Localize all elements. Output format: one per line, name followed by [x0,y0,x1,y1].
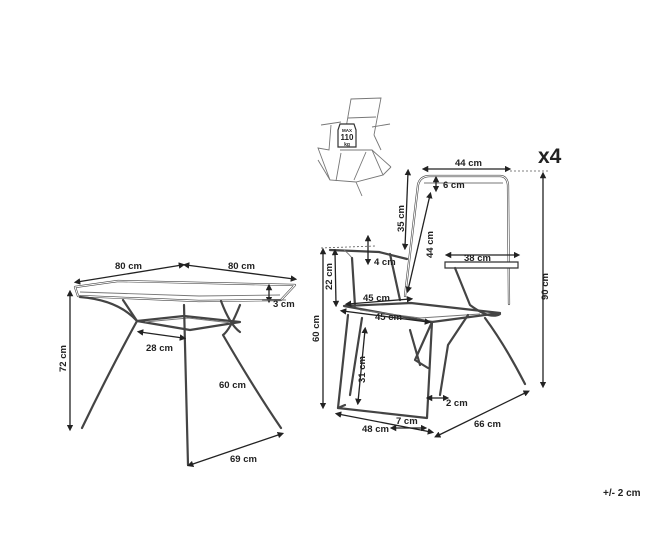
table-width-left-label: 80 cm [115,261,142,272]
back-height-label: 44 cm [425,231,436,258]
back-upper-label: 35 cm [396,205,407,232]
chair-leg-height-label: 31 cm [357,356,368,383]
base-width-label: 48 cm [362,424,389,435]
arm-length-label: 38 cm [464,253,491,264]
back-top-label: 6 cm [443,180,465,191]
table-drawing [73,279,297,467]
table-shelf-depth-label: 28 cm [146,343,173,354]
chair-drawing [320,170,548,420]
seat-height-label: 60 cm [311,315,322,342]
seat-to-arm-label: 22 cm [324,263,335,290]
quantity-multiplier: x4 [538,145,562,168]
chair-dimensions: 44 cm 6 cm 35 cm 44 cm 4 cm 38 cm 22 cm … [311,158,551,438]
weight-badge-label: MAX [342,128,352,133]
tolerance-note: +/- 2 cm [603,488,641,499]
table-top-thickness-label: 3 cm [273,299,295,310]
arm-thickness-label: 4 cm [374,257,396,268]
table-leg-span-label: 69 cm [230,454,257,465]
weight-badge-unit: kg [344,142,350,148]
table-width-right-label: 80 cm [228,261,255,272]
total-height-label: 90 cm [540,273,551,300]
table-height-label: 72 cm [58,345,69,372]
table-leg-height-label: 60 cm [219,380,246,391]
table-dimensions: 80 cm 80 cm 3 cm 72 cm 28 cm 60 cm 69 cm [58,261,298,468]
weight-badge-value: 110 [341,133,354,142]
back-width-label: 44 cm [455,158,482,169]
seat-depth-label: 45 cm [375,312,402,323]
base-depth-label: 66 cm [474,419,501,430]
chair-preview-drawing: MAX 110 kg [317,97,392,197]
frame-tube-label: 2 cm [446,398,468,409]
seat-width-label: 45 cm [363,293,390,304]
